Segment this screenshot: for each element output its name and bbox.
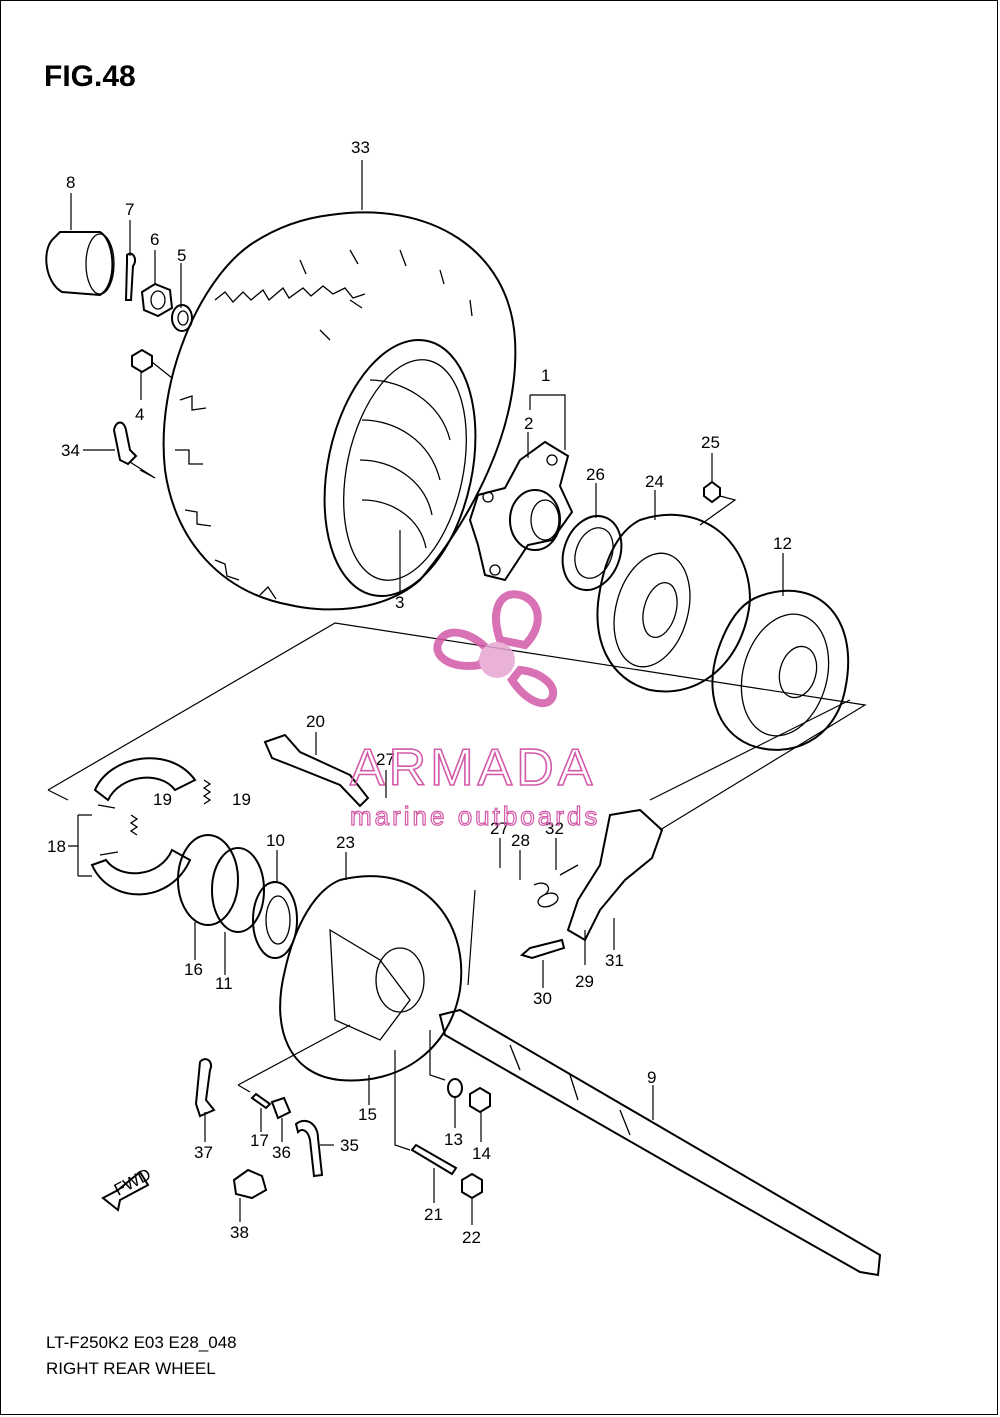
brake-spring <box>129 779 212 836</box>
callout-31: 31 <box>605 951 624 970</box>
figure-title: FIG.48 <box>44 60 136 93</box>
brake-arm-29 <box>566 808 664 942</box>
brand-watermark: ARMADA marine outboards <box>349 590 600 832</box>
callout-22: 22 <box>462 1228 481 1247</box>
callout-33: 33 <box>351 138 370 157</box>
callout-30: 30 <box>533 989 552 1008</box>
callout-8: 8 <box>66 173 75 192</box>
callout-29: 29 <box>575 972 594 991</box>
nut-22 <box>461 1172 483 1200</box>
callout-5: 5 <box>177 246 186 265</box>
callout-16: 16 <box>184 960 203 979</box>
callout-7: 7 <box>125 200 134 219</box>
callout-27a: 27 <box>376 750 395 769</box>
callout-37: 37 <box>194 1143 213 1162</box>
camshaft-20 <box>263 733 370 808</box>
bolt-30 <box>519 938 566 960</box>
callout-9: 9 <box>647 1068 656 1087</box>
callout-10: 10 <box>266 831 285 850</box>
callout-20: 20 <box>306 712 325 731</box>
fwd-arrow-icon: FWD <box>101 1165 154 1212</box>
circlip-11 <box>211 847 265 933</box>
bearing-10 <box>252 881 298 959</box>
pin-17 <box>250 1092 272 1110</box>
clamp-38 <box>232 1168 268 1200</box>
o-ring-16 <box>177 834 239 926</box>
watermark-brand: ARMADA <box>350 739 596 797</box>
tire <box>162 211 517 611</box>
callout-38: 38 <box>230 1223 249 1242</box>
spring-32 <box>533 864 579 908</box>
callout-19a: 19 <box>153 790 172 809</box>
stud-21 <box>410 1143 458 1176</box>
callout-11: 11 <box>215 974 233 993</box>
washer <box>171 304 193 332</box>
callout-23: 23 <box>336 833 355 852</box>
callout-21: 21 <box>424 1205 443 1224</box>
callout-labels: 33 8 7 6 5 4 34 1 2 3 26 24 25 12 20 27 … <box>47 138 792 1247</box>
callout-25: 25 <box>701 433 720 452</box>
callout-36: 36 <box>272 1143 291 1162</box>
callout-27b: 27 <box>490 819 509 838</box>
callout-15: 15 <box>358 1105 377 1124</box>
callout-28: 28 <box>511 831 530 850</box>
washer-13 <box>447 1078 463 1098</box>
callout-12: 12 <box>773 534 792 553</box>
callout-4: 4 <box>135 405 144 424</box>
brake-drum <box>711 589 850 751</box>
brake-drum-cover <box>596 513 752 693</box>
hose-35 <box>294 1119 324 1178</box>
callout-34: 34 <box>61 441 80 460</box>
oil-seal <box>561 515 623 591</box>
model-code: LT-F250K2 E03 E28_048 <box>46 1333 237 1352</box>
wheel-nut <box>131 348 153 374</box>
bolt-25 <box>703 480 721 504</box>
clamp-37 <box>194 1058 216 1118</box>
valve-cap <box>45 231 115 297</box>
callout-24: 24 <box>645 472 664 491</box>
watermark-tagline: marine outboards <box>350 801 600 831</box>
callout-19b: 19 <box>232 790 251 809</box>
group-outline <box>47 622 867 1093</box>
propeller-logo-icon <box>433 590 558 708</box>
brake-shoe-set <box>90 757 197 896</box>
callout-14: 14 <box>472 1144 491 1163</box>
callout-6: 6 <box>150 230 159 249</box>
callout-35: 35 <box>340 1136 359 1155</box>
callout-26: 26 <box>586 465 605 484</box>
tire-valve <box>112 421 138 466</box>
bolt-14 <box>469 1086 491 1114</box>
rear-hub <box>468 440 574 582</box>
castle-nut <box>140 282 174 318</box>
callout-2: 2 <box>524 414 533 433</box>
callout-32: 32 <box>545 819 564 838</box>
callout-13: 13 <box>444 1130 463 1149</box>
callout-17: 17 <box>250 1131 269 1150</box>
callout-3: 3 <box>395 593 404 612</box>
leader-lines <box>68 160 784 1225</box>
section-name: RIGHT REAR WHEEL <box>46 1359 216 1378</box>
rear-axle-9 <box>438 1008 882 1277</box>
cotter-pin <box>124 252 137 301</box>
callout-18: 18 <box>47 837 66 856</box>
callout-1: 1 <box>541 366 550 385</box>
clip-36 <box>270 1096 292 1120</box>
brake-panel-23 <box>279 875 463 1082</box>
